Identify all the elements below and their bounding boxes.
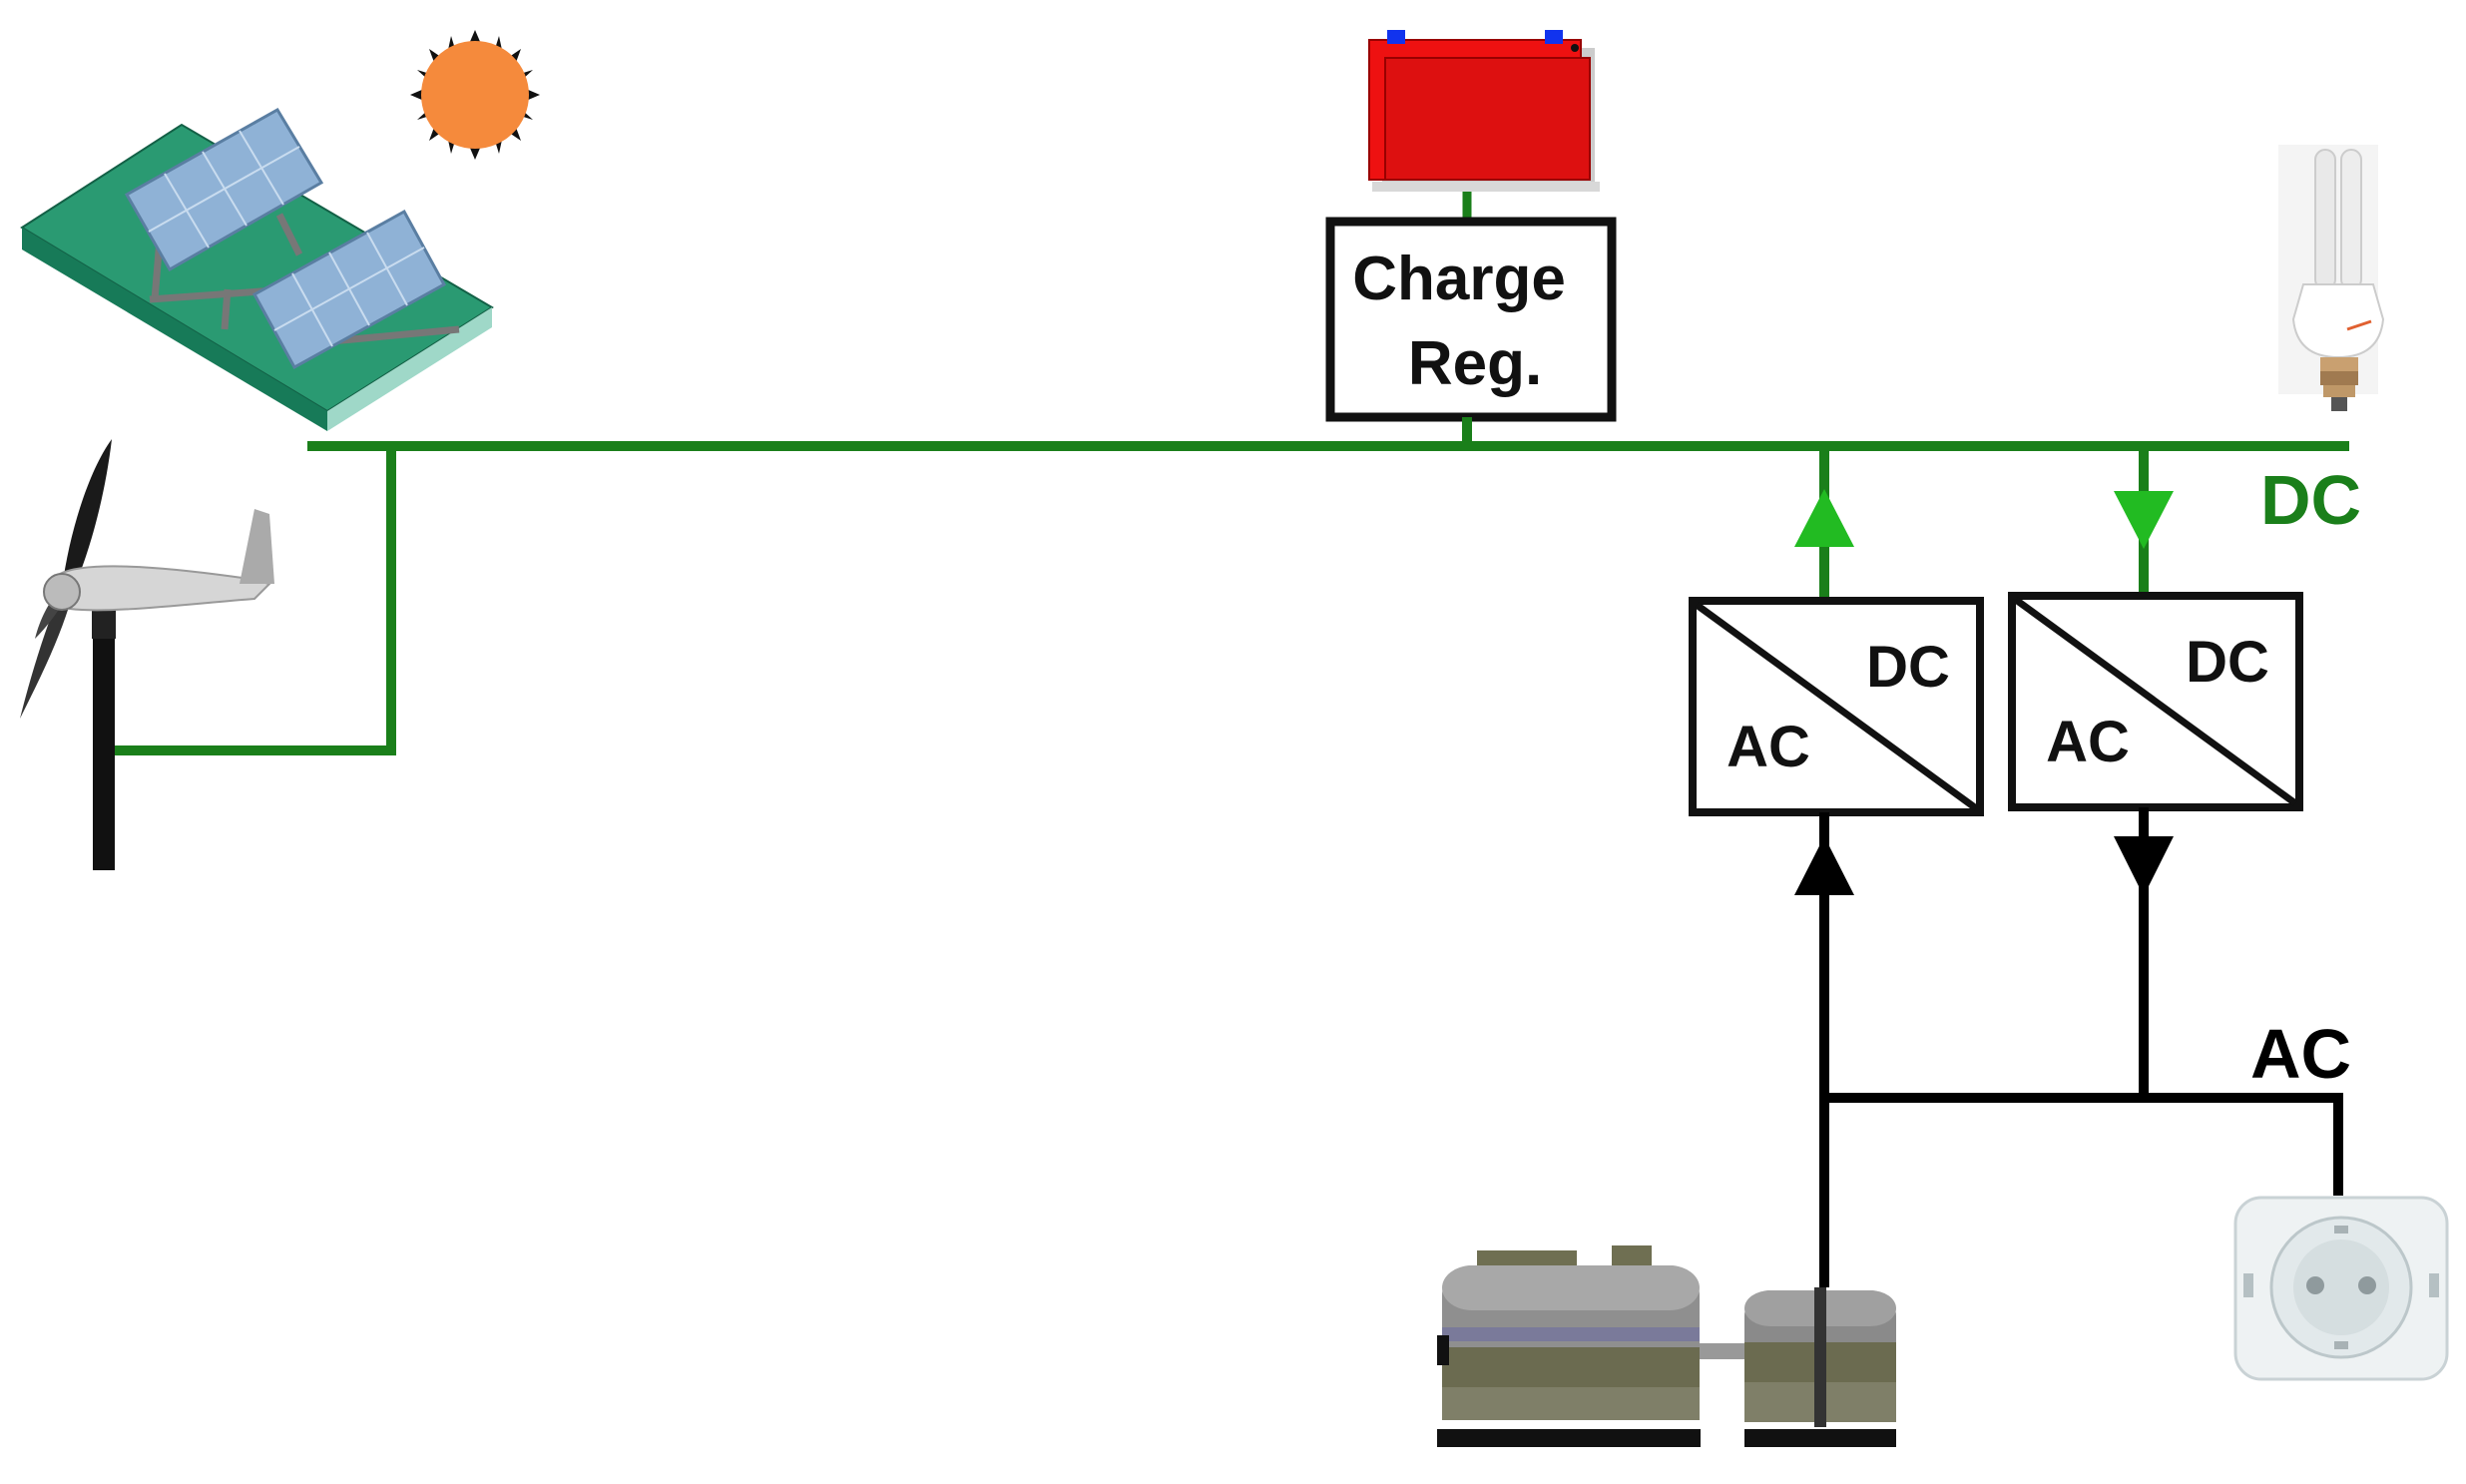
converter-right-ac-label: AC: [2046, 710, 2130, 774]
charge-regulator-box: Charge Reg.: [1325, 217, 1617, 422]
battery-icon: [1368, 30, 1600, 192]
dc-arrow-up: [1794, 489, 1854, 547]
ac-arrow-up: [1794, 836, 1854, 895]
converter-right-dc-label: DC: [2186, 630, 2269, 695]
charge-regulator-label-line2: Reg.: [1408, 329, 1542, 398]
diesel-generator-icon: [1437, 1245, 1896, 1447]
ac-arrow-down: [2114, 836, 2174, 896]
sun-icon: [410, 30, 540, 160]
dc-bus-label: DC: [2260, 461, 2361, 539]
solar-panel-icon: [20, 107, 494, 431]
dc-arrow-down: [2114, 491, 2174, 549]
converter-left: DC AC: [1689, 597, 1984, 816]
converter-left-dc-label: DC: [1866, 635, 1950, 700]
charge-regulator-label-line1: Charge: [1352, 245, 1566, 313]
wind-turbine-icon: [20, 439, 274, 870]
light-bulb-icon: [2278, 145, 2385, 411]
converter-right: DC AC: [2008, 592, 2303, 811]
converter-left-ac-label: AC: [1726, 715, 1810, 779]
power-socket-icon: [2233, 1196, 2449, 1381]
ac-bus-label: AC: [2250, 1015, 2351, 1093]
